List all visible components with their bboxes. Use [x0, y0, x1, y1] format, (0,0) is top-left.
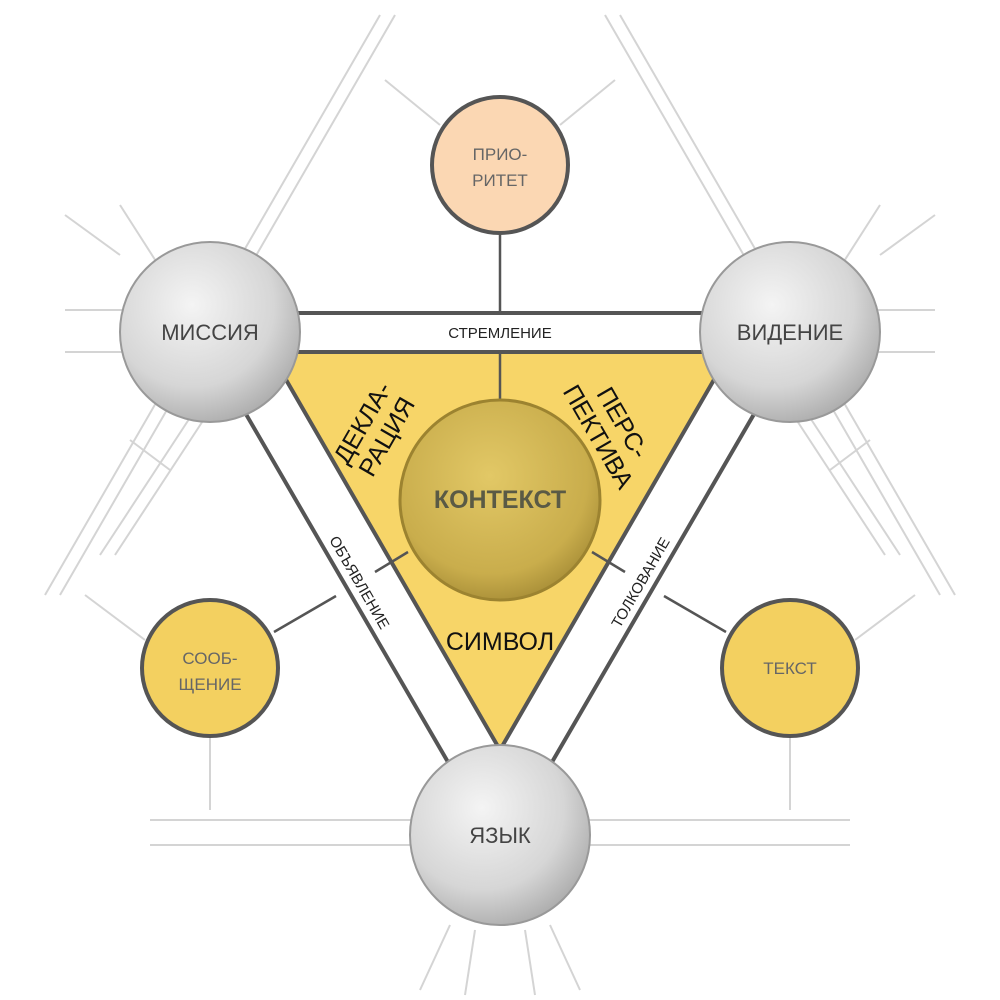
node-priority: ПРИО- РИТЕТ	[430, 95, 570, 235]
node-text: ТЕКСТ	[720, 598, 860, 738]
svg-text:МИССИЯ: МИССИЯ	[161, 320, 259, 345]
node-mission: МИССИЯ	[119, 241, 301, 423]
svg-text:СООБ-: СООБ-	[182, 649, 237, 668]
svg-text:КОНТЕКСТ: КОНТЕКСТ	[434, 486, 566, 514]
connectors	[273, 230, 727, 634]
node-message: СООБ- ЩЕНИЕ	[140, 598, 280, 738]
edge-label-top: СТРЕМЛЕНИЕ	[448, 325, 551, 342]
svg-text:ТЕКСТ: ТЕКСТ	[763, 659, 817, 678]
svg-text:РИТЕТ: РИТЕТ	[472, 171, 528, 190]
svg-text:ЯЗЫК: ЯЗЫК	[469, 823, 531, 848]
svg-text:ПРИО-: ПРИО-	[473, 145, 528, 164]
svg-text:ВИДЕНИЕ: ВИДЕНИЕ	[737, 320, 843, 345]
zone-symbol: СИМВОЛ	[446, 628, 554, 656]
node-context: КОНТЕКСТ	[398, 398, 602, 602]
node-language: ЯЗЫК	[409, 744, 591, 926]
svg-text:ЩЕНИЕ: ЩЕНИЕ	[178, 675, 241, 694]
node-vision: ВИДЕНИЕ	[699, 241, 881, 423]
